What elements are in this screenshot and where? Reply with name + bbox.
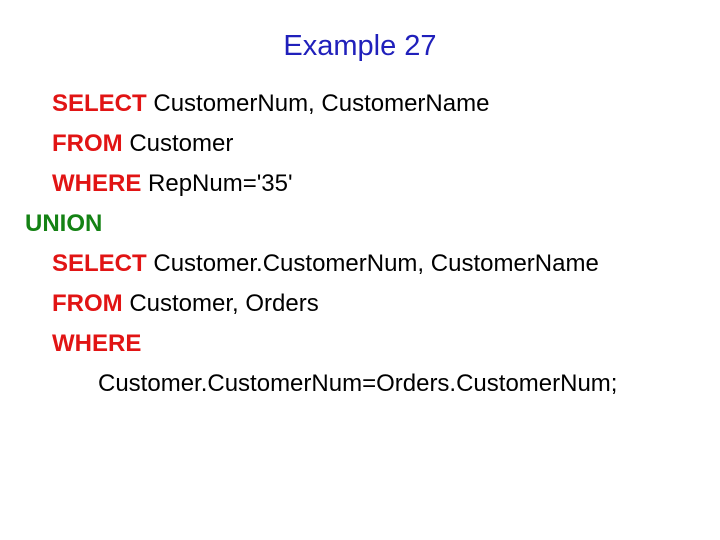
sql-text: Customer.CustomerNum, CustomerName (146, 250, 599, 277)
code-line: UNION (0, 204, 720, 244)
sql-text: Customer.CustomerNum=Orders.CustomerNum; (98, 370, 618, 397)
sql-text: Customer, Orders (122, 290, 319, 317)
code-line: FROM Customer (0, 124, 720, 164)
code-line: Customer.CustomerNum=Orders.CustomerNum; (0, 364, 720, 404)
code-line: FROM Customer, Orders (0, 284, 720, 324)
sql-text: CustomerNum, CustomerName (146, 90, 490, 117)
sql-keyword: SELECT (52, 90, 147, 117)
sql-keyword: SELECT (52, 250, 147, 277)
sql-keyword: FROM (52, 290, 123, 317)
code-line: WHERE RepNum='35' (0, 164, 720, 204)
sql-keyword: FROM (52, 130, 123, 157)
sql-keyword: WHERE (52, 170, 142, 197)
code-line: SELECT CustomerNum, CustomerName (0, 84, 720, 124)
code-line: SELECT Customer.CustomerNum, CustomerNam… (0, 244, 720, 284)
code-line: WHERE (0, 324, 720, 364)
slide-title: Example 27 (283, 30, 437, 62)
sql-keyword: UNION (25, 210, 103, 237)
sql-text: RepNum='35' (141, 170, 293, 197)
sql-text: Customer (122, 130, 234, 157)
sql-keyword: WHERE (52, 330, 142, 357)
